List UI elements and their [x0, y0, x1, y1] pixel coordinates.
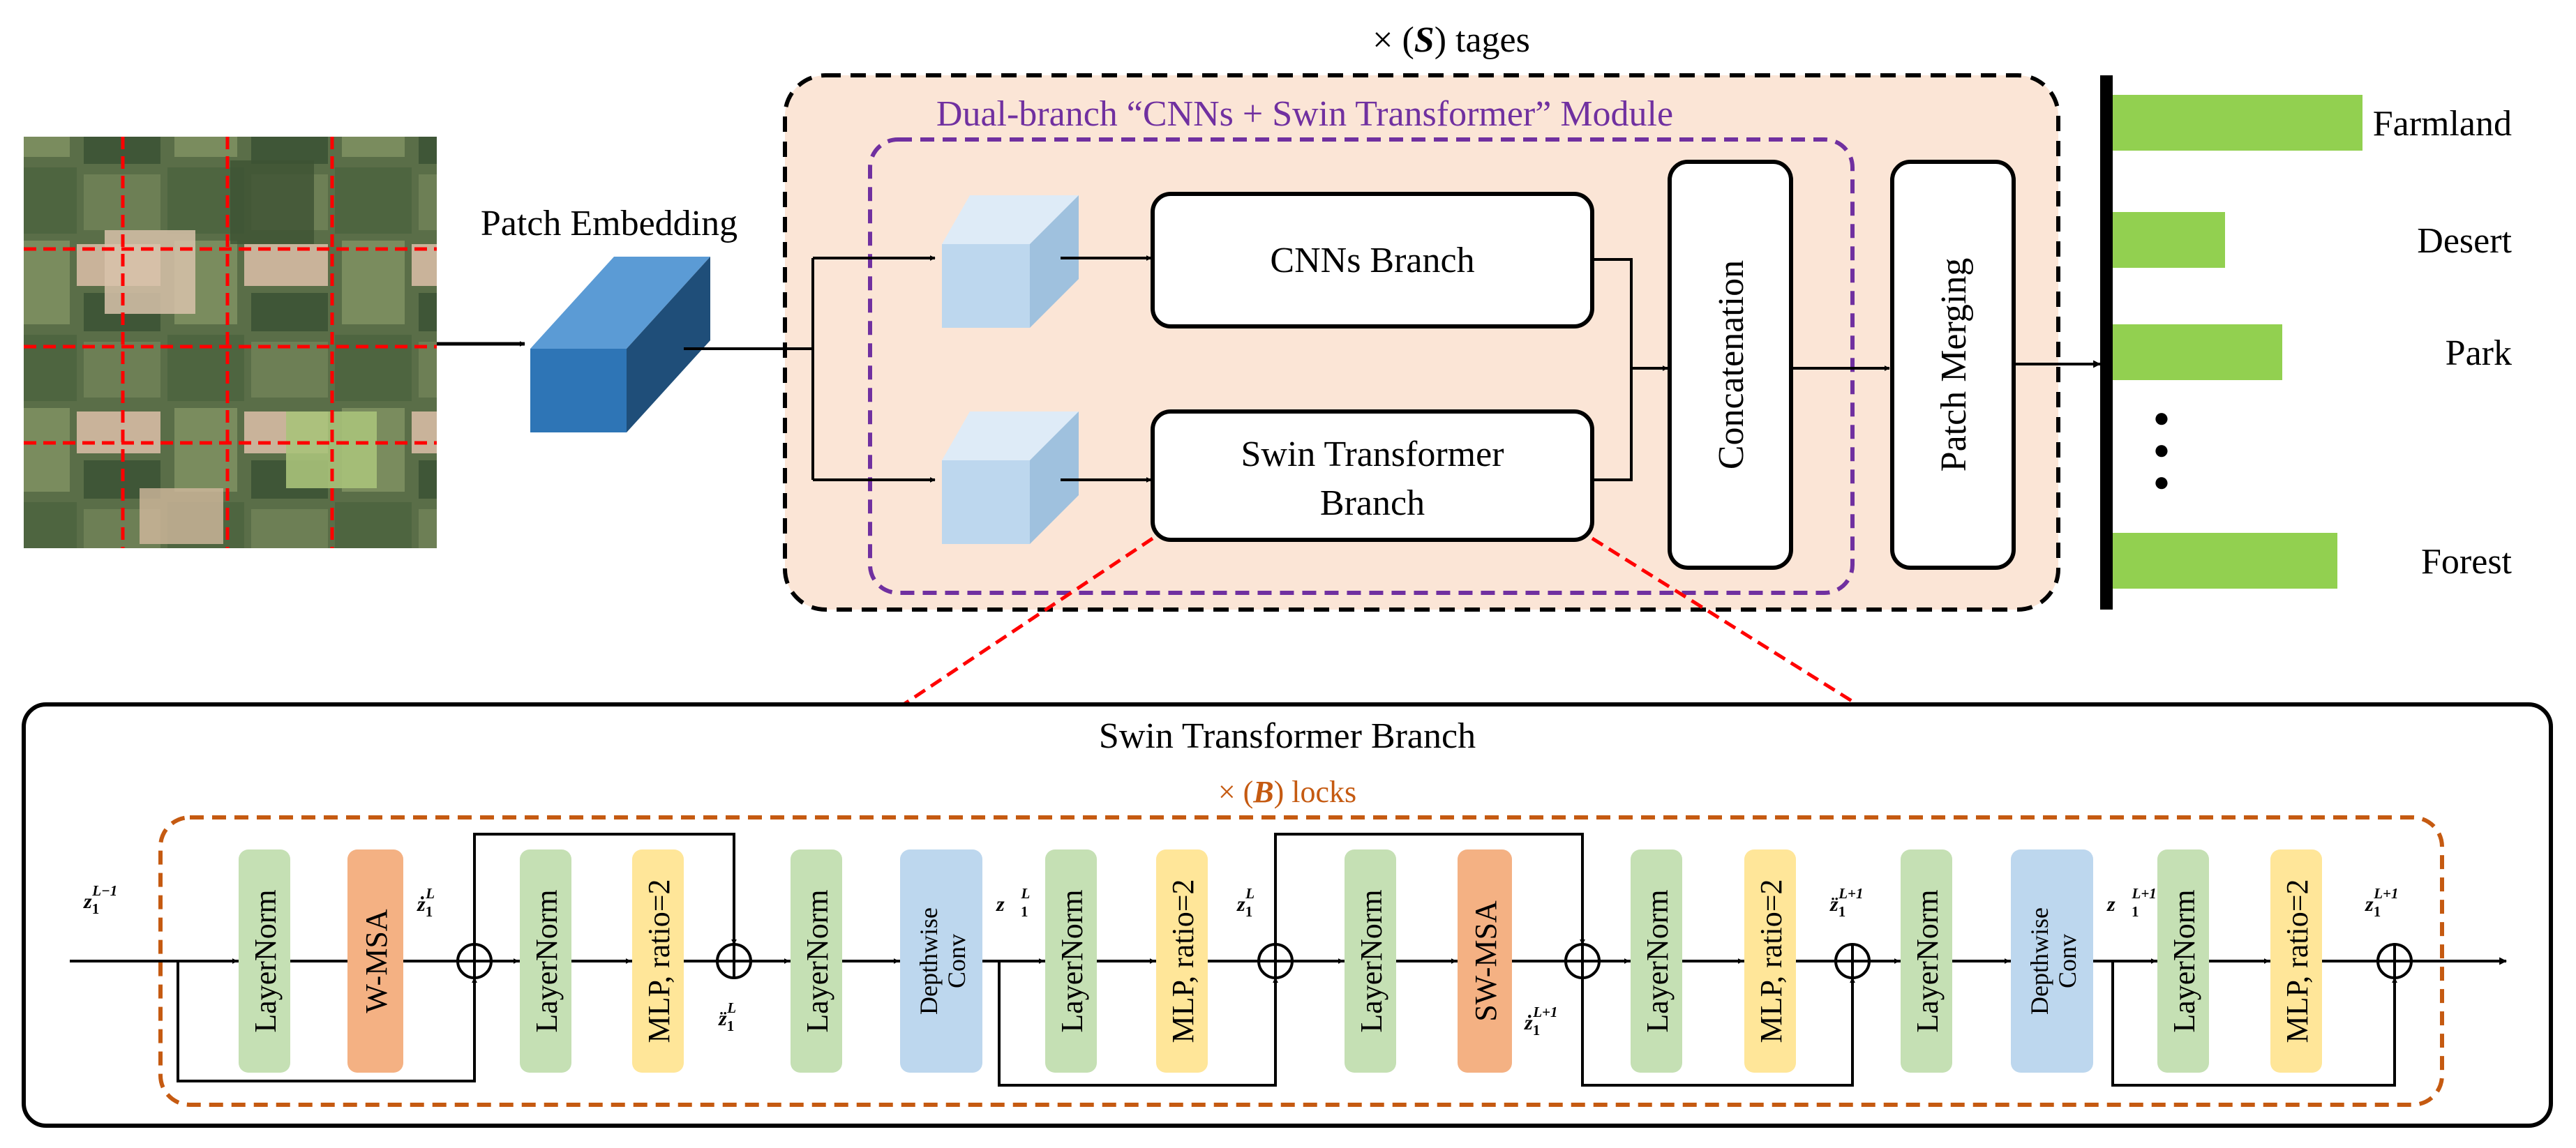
patch-merging-label: Patch Merging [1934, 258, 1974, 472]
add-operator-4 [1564, 943, 1601, 979]
class-label-desert: Desert [2417, 221, 2512, 261]
svg-text:LayerNorm: LayerNorm [800, 889, 834, 1032]
swin-detail-title: Swin Transformer Branch [1099, 716, 1476, 756]
svg-text:Conv: Conv [2053, 934, 2081, 988]
var-z-prev: z1L−1 [83, 882, 117, 917]
swin-branch-label-line1: Swin Transformer [1241, 435, 1504, 474]
class-bar-forest [2113, 533, 2337, 589]
concatenation-label: Concatenation [1712, 260, 1751, 469]
residual-3 [998, 961, 1278, 1087]
add-operator-1 [456, 943, 493, 979]
class-label-forest: Forest [2421, 542, 2513, 582]
dual-branch-module-title: Dual-branch “CNNs + Swin Transformer” Mo… [936, 94, 1673, 134]
feature-cube-upper [942, 195, 1079, 328]
svg-text:SW-MSA: SW-MSA [1469, 900, 1503, 1022]
feature-cube-lower [942, 411, 1079, 544]
merge-connector [1592, 258, 1668, 481]
w-msa: W-MSA [347, 849, 403, 1073]
layernorm-8: LayerNorm [2157, 849, 2209, 1073]
zoom-line-left [902, 536, 1154, 707]
add-operator-6 [2376, 943, 2413, 979]
residual-2 [473, 833, 737, 961]
concatenation-box [1668, 160, 1793, 570]
swin-branch-box [1151, 409, 1594, 542]
var-z-out: z1L [1236, 885, 1255, 920]
var-z-next-ddot: z̈1L+1 [1829, 885, 1863, 920]
svg-text:LayerNorm: LayerNorm [530, 889, 564, 1032]
mlp-3: MLP, ratio=2 [1744, 849, 1796, 1073]
var-z-next-tdot: z⃛1L+1 [2106, 885, 2157, 920]
residual-5 [1581, 961, 1855, 1087]
zoom-line-right [1591, 536, 1859, 707]
residual-1 [177, 961, 477, 1082]
svg-text:MLP, ratio=2: MLP, ratio=2 [1754, 879, 1788, 1043]
sw-msa: SW-MSA [1458, 849, 1512, 1073]
cnn-branch-label: CNNs Branch [1270, 241, 1474, 280]
patch-embedding-cube [530, 257, 710, 432]
svg-text:LayerNorm: LayerNorm [1354, 889, 1388, 1032]
var-z-dot: ż1L [417, 885, 435, 920]
residual-6 [2111, 961, 2397, 1087]
svg-text:Depthwise: Depthwise [915, 907, 943, 1015]
svg-text:LayerNorm: LayerNorm [1910, 889, 1945, 1032]
svg-text:LayerNorm: LayerNorm [1055, 889, 1089, 1032]
swin-branch-label-line2: Branch [1320, 483, 1425, 523]
split-connector [684, 255, 936, 483]
dual-branch-module-box [868, 137, 1855, 595]
svg-text:LayerNorm: LayerNorm [248, 889, 283, 1032]
layernorm-5: LayerNorm [1345, 849, 1396, 1073]
layernorm-1: LayerNorm [239, 849, 290, 1073]
class-bar-park [2113, 324, 2282, 380]
var-z-ddot: z̈1L [718, 999, 736, 1034]
patch-grid [24, 137, 437, 548]
svg-text:MLP, ratio=2: MLP, ratio=2 [642, 879, 676, 1043]
more-classes-ellipsis: ●●● [2153, 402, 2170, 497]
add-operator-5 [1834, 943, 1871, 979]
swin-blocks-pipeline: LayerNorm W-MSA LayerNorm MLP, ratio=2 Layer… [70, 833, 2508, 1087]
classifier-axis [2100, 75, 2113, 610]
layernorm-3: LayerNorm [791, 849, 842, 1073]
residual-4 [1274, 833, 1585, 961]
layernorm-4: LayerNorm [1045, 849, 1097, 1073]
class-label-farmland: Farmland [2373, 104, 2512, 144]
add-operator-2 [716, 943, 752, 979]
svg-text:LayerNorm: LayerNorm [1640, 889, 1675, 1032]
class-label-park: Park [2446, 333, 2512, 373]
mlp-4: MLP, ratio=2 [2270, 849, 2322, 1073]
var-z-next-dot: ż1L+1 [1524, 1004, 1557, 1039]
layernorm-7: LayerNorm [1901, 849, 1952, 1073]
svg-text:W-MSA: W-MSA [359, 909, 394, 1013]
svg-text:LayerNorm: LayerNorm [2167, 889, 2201, 1032]
blocks-label: × (B) locks [1218, 775, 1356, 809]
var-z-next-out: z1L+1 [2365, 885, 2398, 920]
mlp-2: MLP, ratio=2 [1156, 849, 1208, 1073]
var-z-tdot: z⃛1L [996, 885, 1030, 920]
svg-text:MLP, ratio=2: MLP, ratio=2 [2280, 879, 2314, 1043]
stages-label: × (S) tages [1372, 20, 1530, 60]
layernorm-2: LayerNorm [520, 849, 571, 1073]
patch-embedding-label: Patch Embedding [481, 204, 737, 243]
svg-text:Depthwise: Depthwise [2025, 907, 2053, 1015]
svg-text:MLP, ratio=2: MLP, ratio=2 [1166, 879, 1200, 1043]
class-bar-desert [2113, 212, 2225, 268]
add-operator-3 [1257, 943, 1294, 979]
layernorm-6: LayerNorm [1631, 849, 1682, 1073]
satellite-image [24, 137, 437, 548]
mlp-1: MLP, ratio=2 [632, 849, 684, 1073]
class-bar-farmland [2113, 95, 2362, 151]
svg-text:Conv: Conv [943, 934, 971, 988]
